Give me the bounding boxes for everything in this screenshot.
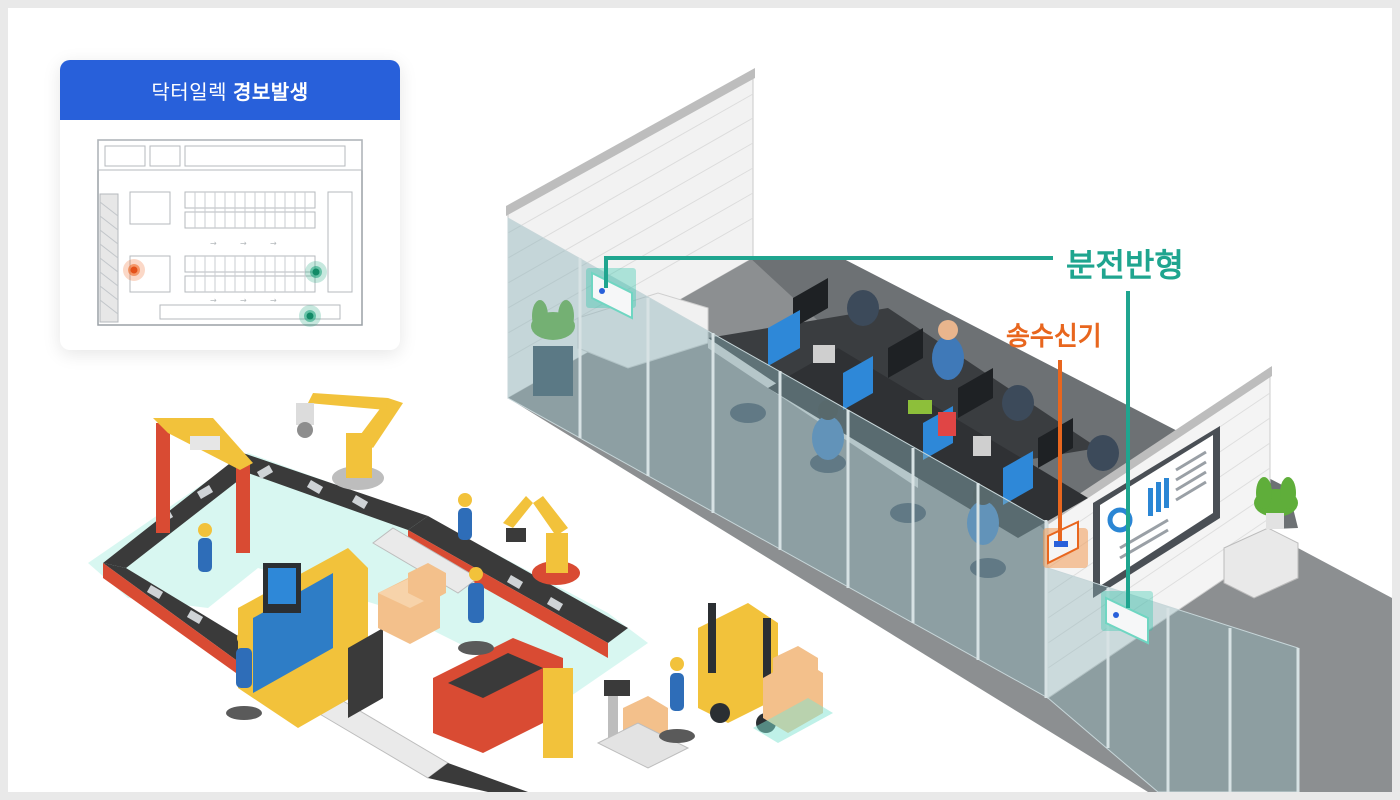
svg-text:→: → [270,296,277,305]
office-worker [812,320,999,545]
normal-marker-icon [299,305,321,327]
alarm-marker-icon [123,259,145,281]
worker-icon [198,493,684,711]
robot-arm-icon [296,393,403,490]
scale-station [596,680,690,769]
factory-scene [88,68,1392,792]
svg-text:→: → [210,296,217,305]
wall-sensor-icon [1101,591,1153,645]
wall-sensor-icon [586,268,636,320]
transmitter-label: 송수신기 [1006,322,1102,352]
svg-text:→: → [270,239,277,248]
plant-left [531,300,575,340]
office-desks [708,278,1119,578]
svg-text:→: → [240,239,247,248]
forklift-icon [698,603,833,743]
chart-on-board [1148,478,1169,516]
plant-right [1254,477,1298,517]
alert-title-normal: 닥터일렉 [151,79,227,104]
alert-title-bold: 경보발생 [233,79,309,104]
machine-station [238,548,383,728]
alert-card: 닥터일렉 경보발생 [60,60,400,350]
stamping-machine [433,638,573,758]
normal-marker-icon [305,261,327,283]
canvas: 닥터일렉 경보발생 [8,8,1392,792]
floor-plan-map: → → → → → → [97,139,363,327]
svg-text:→: → [240,296,247,305]
robot-arm-icon [503,496,580,585]
distributed-type-label: 분전반형 [1066,246,1184,284]
transmitter-device-icon [1043,520,1088,568]
alert-card-header: 닥터일렉 경보발생 [60,60,400,120]
svg-text:→: → [210,239,217,248]
gantry-frame [153,418,253,553]
